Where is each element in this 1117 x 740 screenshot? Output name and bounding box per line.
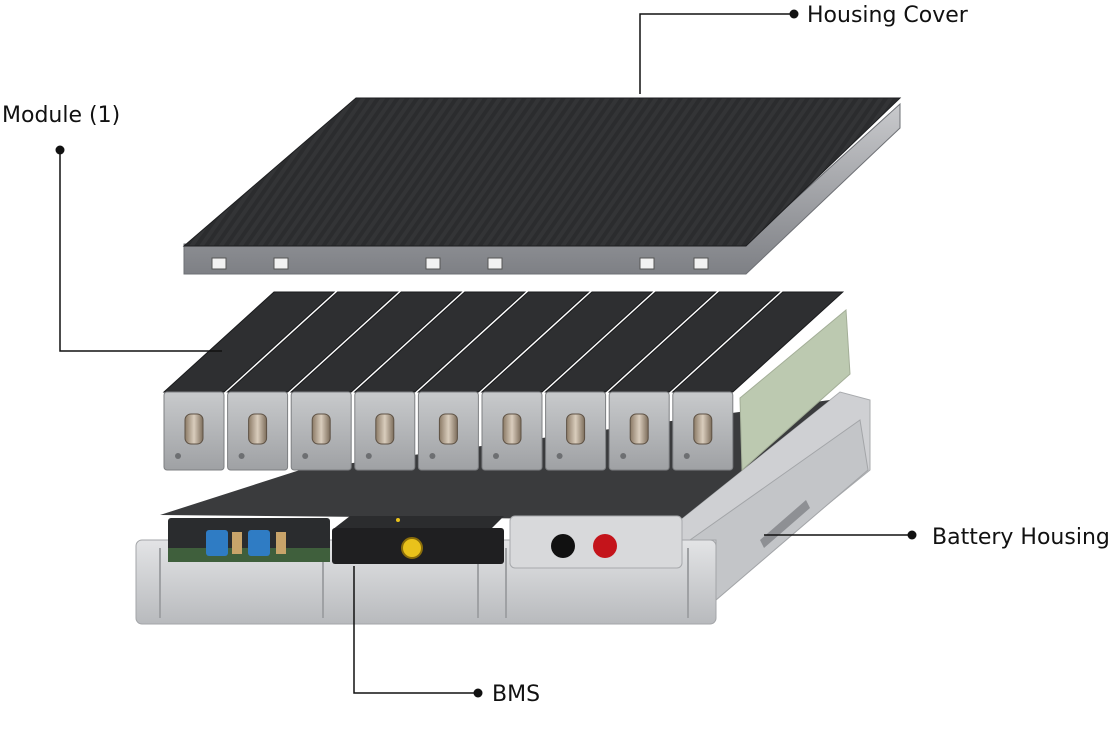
housing-cover (182, 97, 902, 275)
module-stack (162, 291, 851, 472)
module-terminal (566, 413, 586, 445)
module-cell-side (739, 308, 851, 472)
module-terminal (629, 413, 649, 445)
module-screw (302, 453, 309, 459)
battery-module (353, 291, 527, 471)
cover-slots (211, 257, 709, 270)
battery-module (289, 291, 463, 471)
yellow-connector (401, 537, 423, 559)
callout-dot-housing-cover (789, 9, 799, 19)
module-terminal (184, 413, 204, 445)
bms-box-top (332, 516, 504, 530)
module-screw (683, 453, 690, 459)
gold-terminal-left (232, 532, 242, 554)
blue-connector-left (206, 530, 228, 556)
callout-dot-bms (473, 688, 483, 698)
callout-bms: BMS (353, 566, 540, 707)
module-screw (175, 453, 181, 459)
module-terminal (375, 413, 395, 445)
label-bms: BMS (492, 682, 540, 707)
module-terminal (438, 413, 458, 445)
module-screw (429, 453, 436, 459)
housing-side-slot (760, 500, 810, 548)
battery-module (671, 291, 845, 471)
callout-module: Module (1) (2, 103, 222, 352)
bms-led (396, 518, 400, 522)
label-housing-cover: Housing Cover (807, 3, 969, 28)
cover-top (182, 97, 902, 247)
module-screw (620, 453, 627, 459)
callout-housing-cover: Housing Cover (639, 3, 969, 94)
battery-module (417, 291, 590, 471)
battery-module (544, 291, 717, 471)
module-screw (238, 453, 245, 459)
leader-line-module (59, 150, 222, 352)
tray-electronics (168, 515, 683, 569)
module-screw (365, 453, 372, 459)
label-battery-housing: Battery Housing (932, 525, 1110, 550)
gold-terminal-right (276, 532, 286, 554)
module-screw (493, 453, 499, 459)
module-screw (556, 453, 563, 459)
callout-dot-module (55, 145, 65, 155)
module-terminal (311, 413, 331, 445)
callout-dot-battery-housing (907, 530, 917, 540)
black-port (551, 534, 575, 558)
callout-battery-housing: Battery Housing (764, 525, 1110, 550)
battery-module (480, 291, 654, 471)
module-terminal (248, 413, 268, 445)
leader-line-bms (353, 566, 478, 694)
leader-line-housing-cover (639, 13, 794, 94)
battery-module (607, 291, 781, 471)
label-module: Module (1) (2, 103, 120, 128)
module-terminal (693, 413, 713, 445)
module-terminal (502, 413, 522, 445)
battery-module (226, 291, 399, 471)
blue-connector-right (248, 530, 270, 556)
battery-module (162, 291, 336, 471)
red-port (593, 534, 617, 558)
